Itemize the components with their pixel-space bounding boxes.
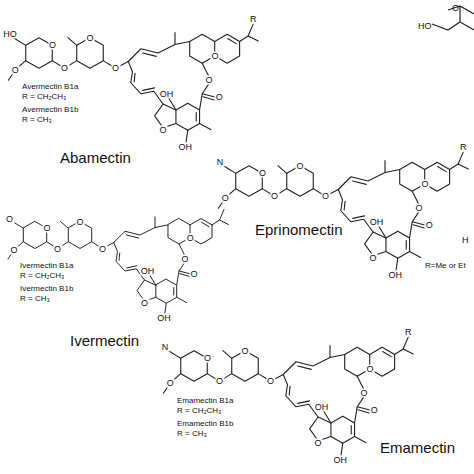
atom-label: O (215, 377, 224, 386)
atom-label: O (203, 354, 212, 363)
atom-label: O (42, 224, 51, 233)
atom-label: O (140, 298, 149, 307)
atom-label: O (420, 180, 429, 189)
atom-label: O (180, 255, 189, 264)
atom-label: OH (387, 270, 403, 279)
variant-caption: Ivermectin B1a (20, 262, 73, 270)
atom-label: O (221, 194, 230, 203)
atom-label: O (204, 76, 213, 85)
atom-label: R (459, 143, 468, 152)
atom-label: O (166, 379, 175, 388)
atom-label: O (370, 406, 379, 415)
variant-caption: R = CH₃ (22, 116, 52, 124)
atom-label: O (5, 214, 14, 223)
variant-caption: R = CH₃ (20, 295, 50, 303)
atom-label: O (414, 204, 423, 213)
atom-label: R (404, 328, 413, 337)
variant-caption: Avermectin B1b (22, 106, 78, 114)
atom-label: N (216, 158, 225, 167)
atom-label: O (359, 389, 368, 398)
atom-label: O (48, 41, 57, 50)
compound-name: Emamectin (380, 440, 455, 455)
atom-label: O (75, 217, 84, 226)
compound-name: Eprinomectin (255, 222, 343, 237)
atom-label: O (240, 346, 249, 355)
atom-label: OH (369, 217, 385, 226)
atom-label: OH (332, 455, 348, 464)
atom-label: H (462, 236, 469, 245)
atom-label: O (314, 438, 323, 447)
atom-label: N (161, 343, 170, 352)
atom-label: O (210, 52, 219, 61)
atom-label: O (85, 33, 94, 42)
atom-label: O (186, 234, 195, 243)
atom-label: OH (177, 142, 193, 151)
atom-label: O (98, 244, 107, 253)
substituent-note: R=Me or Et (425, 262, 466, 270)
atom-label: O (60, 64, 69, 73)
compound-name: Ivermectin (70, 333, 139, 348)
variant-caption: Avermectin B1a (22, 83, 78, 91)
atom-label: O (365, 365, 374, 374)
atom-label: O (369, 253, 378, 262)
atom-label: HO (2, 30, 18, 39)
atom-label: O (425, 221, 434, 230)
atom-label: OH (159, 89, 175, 98)
variant-caption: R = CH₃ (177, 430, 207, 438)
atom-label: O (295, 161, 304, 170)
atom-label: OH (156, 313, 172, 322)
variant-caption: Emamectin B1b (177, 420, 233, 428)
variant-caption: R = CH₂CH₃ (22, 93, 66, 101)
atom-label: O (452, 4, 459, 13)
atom-label: OH (314, 402, 330, 411)
atom-label: O (266, 377, 275, 386)
variant-caption: Emamectin B1a (177, 397, 233, 405)
atom-label: O (258, 169, 267, 178)
atom-label: O (9, 246, 18, 255)
variant-caption: R = CH₂CH₃ (20, 272, 64, 280)
atom-label: O (111, 64, 120, 73)
atom-label: O (270, 192, 279, 201)
atom-label: O (159, 125, 168, 134)
atom-label: OH (140, 267, 156, 276)
atom-label: O (321, 192, 330, 201)
atom-label: O (11, 66, 20, 75)
compound-name: Abamectin (60, 150, 131, 165)
atom-label: O (189, 270, 198, 279)
atom-label: R (249, 15, 258, 24)
atom-label: O (215, 93, 224, 102)
variant-caption: R = CH₂CH₃ (177, 407, 221, 415)
atom-label: HO (418, 22, 432, 31)
variant-caption: Ivermectin B1b (20, 285, 73, 293)
atom-label: O (53, 244, 62, 253)
